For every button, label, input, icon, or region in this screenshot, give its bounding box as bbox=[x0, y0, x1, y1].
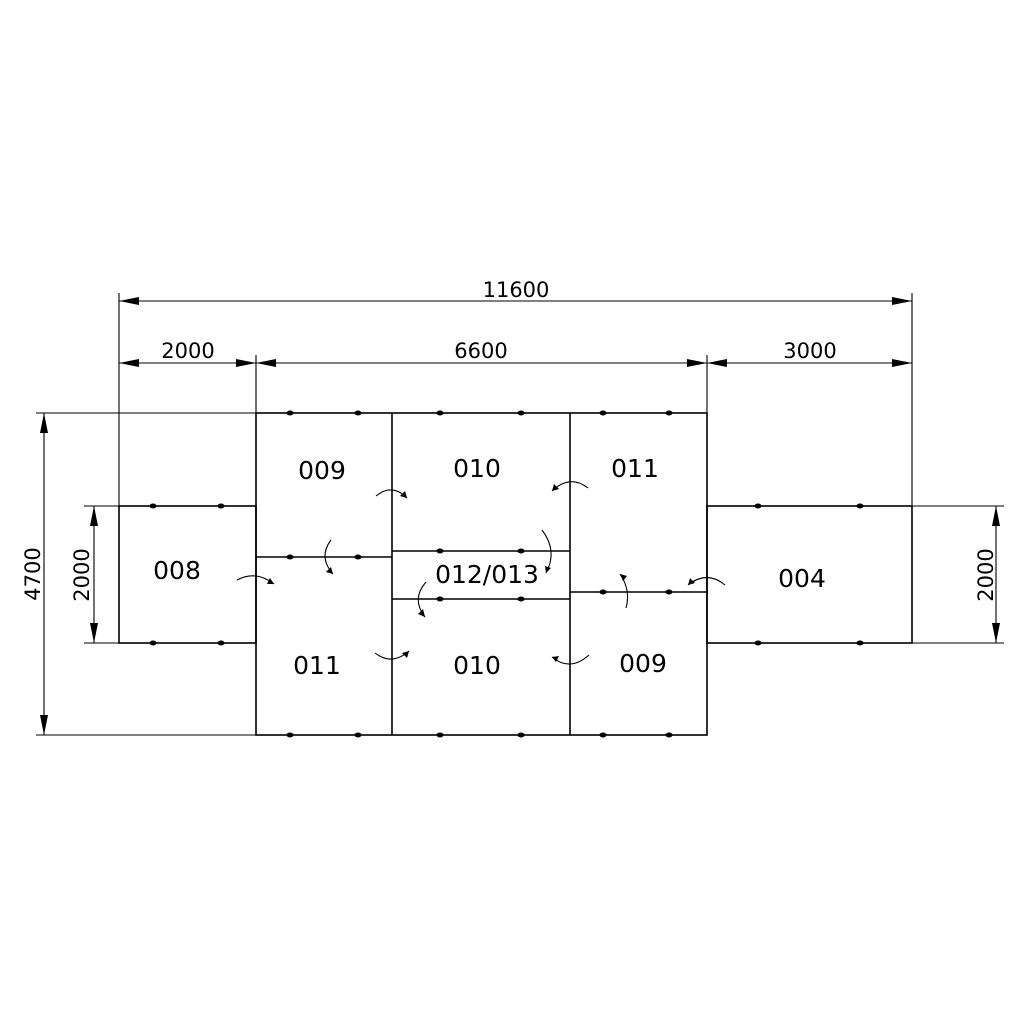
connector-dot bbox=[436, 410, 444, 416]
connector-dot bbox=[354, 732, 362, 738]
connector-dot bbox=[517, 732, 525, 738]
dim-arrowhead bbox=[40, 715, 48, 735]
connector-dot bbox=[436, 732, 444, 738]
dim-arrowhead bbox=[119, 359, 139, 367]
dim-text-right-width: 3000 bbox=[783, 339, 836, 363]
dim-text-center-width: 6600 bbox=[454, 339, 507, 363]
dim-text-overall-height: 4700 bbox=[21, 547, 45, 600]
connector-dot bbox=[354, 554, 362, 560]
connector-dot bbox=[517, 410, 525, 416]
connector-dot bbox=[436, 548, 444, 554]
room-label-009-bottom: 009 bbox=[619, 649, 667, 678]
door-swing-arrowhead bbox=[400, 491, 407, 498]
room-label-009-top: 009 bbox=[298, 456, 346, 485]
dim-arrowhead bbox=[892, 297, 912, 305]
door-swing-arrowhead bbox=[402, 651, 409, 658]
dimension-lines: 11600 2000 6600 3000 4700 2000 2000 bbox=[21, 278, 1004, 736]
dim-arrowhead bbox=[687, 359, 707, 367]
connector-dot bbox=[599, 410, 607, 416]
door-swing-arrowhead bbox=[326, 567, 333, 574]
room-label-010-top: 010 bbox=[453, 454, 501, 483]
connector-dot bbox=[517, 548, 525, 554]
room-label-010-bottom: 010 bbox=[453, 651, 501, 680]
room-label-008: 008 bbox=[153, 556, 201, 585]
dim-arrowhead bbox=[40, 413, 48, 433]
dim-text-left-width: 2000 bbox=[161, 339, 214, 363]
connector-dot bbox=[856, 640, 864, 646]
dim-arrowhead bbox=[90, 623, 98, 643]
connector-dot bbox=[286, 732, 294, 738]
door-swings bbox=[236, 481, 726, 665]
dim-arrowhead bbox=[992, 623, 1000, 643]
connector-dot bbox=[286, 410, 294, 416]
room-label-004: 004 bbox=[778, 564, 826, 593]
dim-text-right-height: 2000 bbox=[974, 548, 998, 601]
connector-dot bbox=[599, 732, 607, 738]
door-swing-arrowhead bbox=[552, 484, 559, 491]
dim-arrowhead bbox=[236, 359, 256, 367]
connector-dot bbox=[754, 640, 762, 646]
dim-arrowhead bbox=[90, 506, 98, 526]
connector-dot bbox=[754, 503, 762, 509]
door-swing-arrowhead bbox=[688, 578, 695, 585]
connector-dot bbox=[599, 589, 607, 595]
connector-dot bbox=[217, 640, 225, 646]
door-swing-arrowhead bbox=[552, 656, 559, 662]
dim-arrowhead bbox=[119, 297, 139, 305]
connector-dot bbox=[286, 554, 294, 560]
room-label-012-013: 012/013 bbox=[435, 560, 539, 589]
dim-arrowhead bbox=[707, 359, 727, 367]
door-swing-arrowhead bbox=[620, 574, 627, 581]
connector-dot bbox=[149, 640, 157, 646]
dim-arrowhead bbox=[256, 359, 276, 367]
door-swing-arrowhead bbox=[545, 566, 551, 573]
dim-arrowhead bbox=[992, 506, 1000, 526]
door-swing-arrowhead bbox=[267, 578, 274, 584]
connector-dot bbox=[856, 503, 864, 509]
room-label-011-bottom: 011 bbox=[293, 651, 341, 680]
door-swing-arrowhead bbox=[418, 609, 425, 617]
connector-dots bbox=[149, 410, 864, 738]
connector-dot bbox=[354, 410, 362, 416]
module-004-outline bbox=[706, 505, 913, 644]
walls bbox=[118, 412, 913, 736]
connector-dot bbox=[436, 596, 444, 602]
room-label-011-top: 011 bbox=[611, 454, 659, 483]
connector-dot bbox=[217, 503, 225, 509]
room-labels: 008 009 010 011 012/013 011 010 009 004 bbox=[153, 454, 826, 680]
connector-dot bbox=[665, 732, 673, 738]
dim-arrowhead bbox=[892, 359, 912, 367]
connector-dot bbox=[517, 596, 525, 602]
connector-dot bbox=[665, 410, 673, 416]
dim-text-overall-width: 11600 bbox=[483, 278, 550, 302]
connector-dot bbox=[149, 503, 157, 509]
dim-text-left-height: 2000 bbox=[70, 548, 94, 601]
connector-dot bbox=[665, 589, 673, 595]
